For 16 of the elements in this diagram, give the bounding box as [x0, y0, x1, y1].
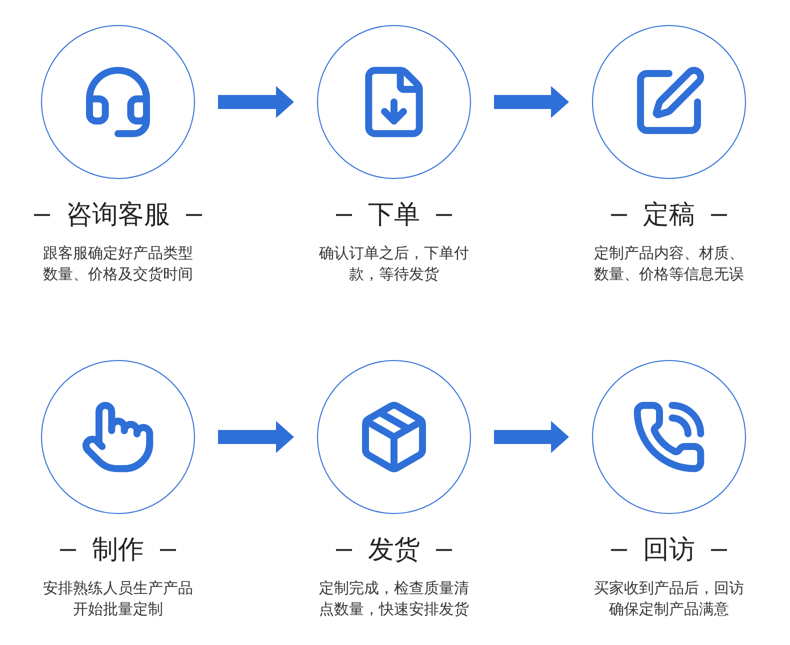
step-title: 发货: [336, 534, 452, 566]
step-title: 定稿: [611, 199, 727, 231]
arrow: [494, 421, 569, 453]
step-description: 定制产品内容、材质、数量、价格等信息无误: [593, 243, 745, 285]
step-title: 制作: [60, 534, 176, 566]
step-title: 下单: [336, 199, 452, 231]
arrow: [218, 86, 294, 118]
step-title: 咨询客服: [34, 199, 202, 231]
step-description: 买家收到产品后，回访确保定制产品满意: [593, 578, 745, 620]
step-description: 确认订单之后，下单付款，等待发货: [318, 243, 470, 285]
step-description: 跟客服确定好产品类型数量、价格及交货时间: [42, 243, 194, 285]
arrow: [494, 86, 569, 118]
arrow: [218, 421, 294, 453]
step-description: 安排熟练人员生产产品开始批量定制: [42, 578, 194, 620]
step-title: 回访: [611, 534, 727, 566]
step-description: 定制完成，检查质量清点数量，快速安排发货: [318, 578, 470, 620]
